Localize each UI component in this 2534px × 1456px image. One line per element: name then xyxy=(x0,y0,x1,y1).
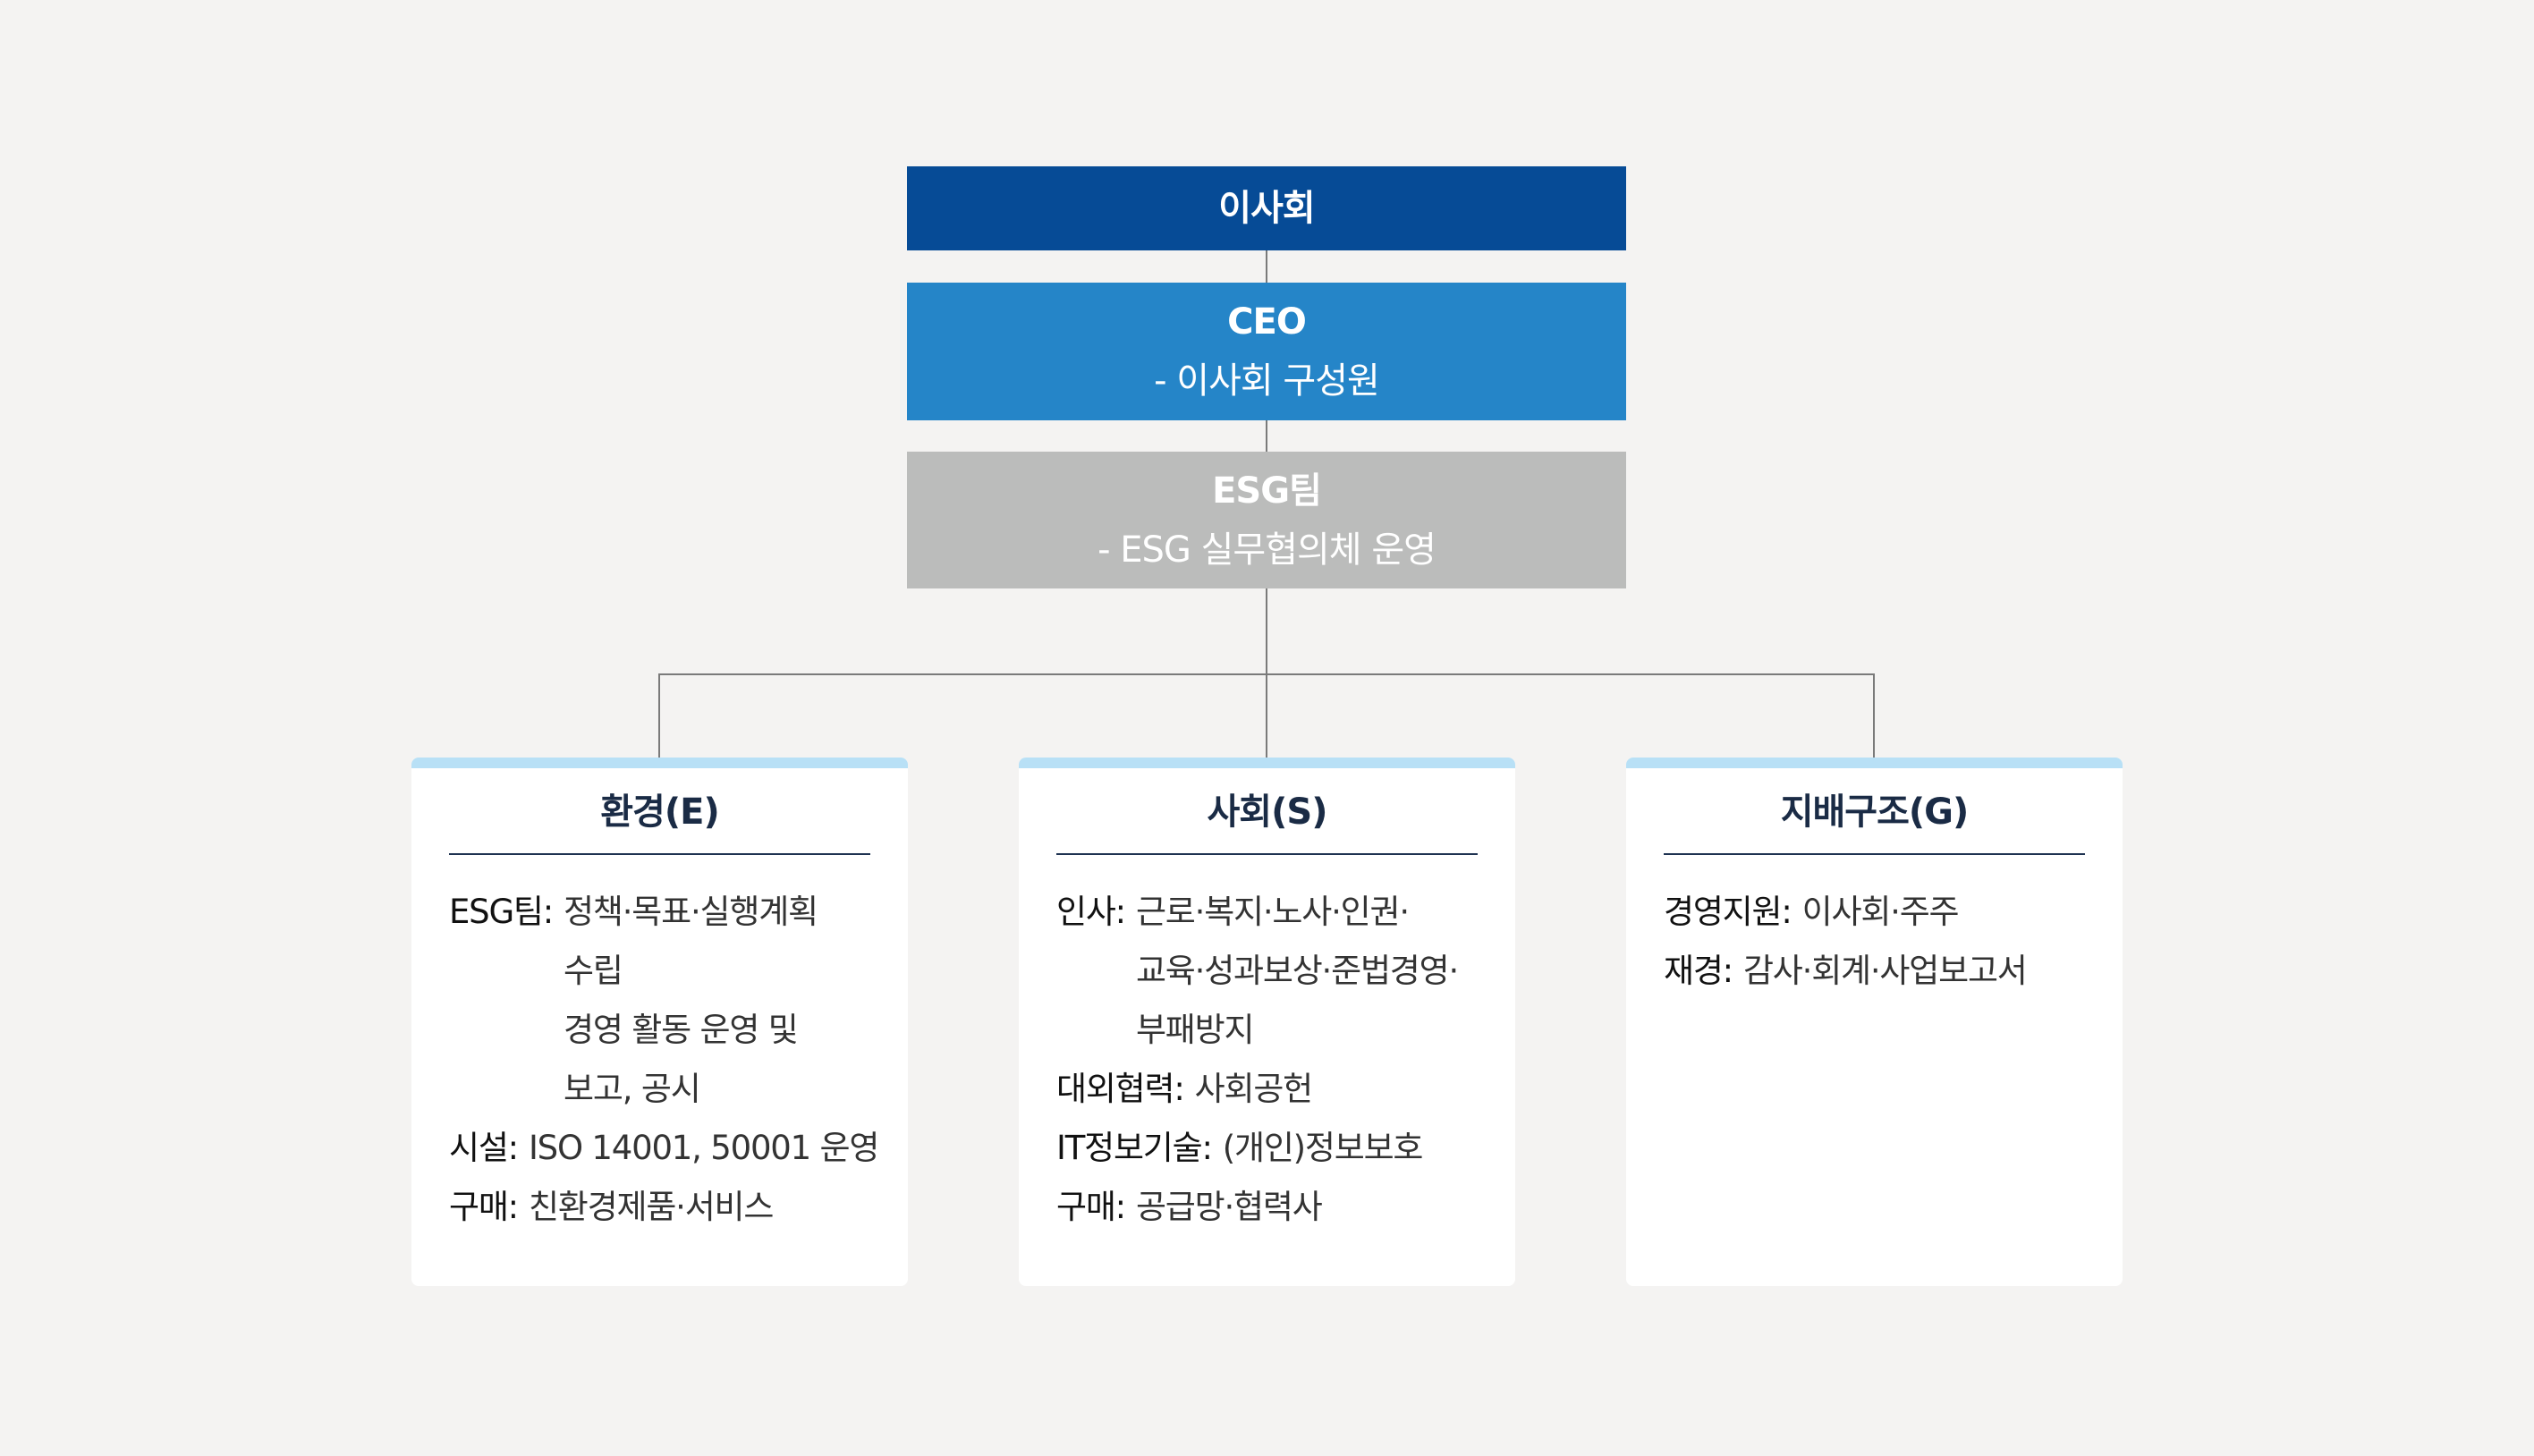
ceo-subtitle: - 이사회 구성원 xyxy=(1154,360,1380,402)
row-label: 대외협력: xyxy=(1056,1070,1185,1108)
social-card: 사회(S) 인사: 근로·복지·노사·인권· 교육·성과보상·준법경영· 부패방… xyxy=(1019,758,1515,1286)
row-line: 사회공헌 xyxy=(1194,1070,1314,1108)
row-text: 친환경제품·서비스 xyxy=(518,1178,774,1237)
row-line: 감사·회계·사업보고서 xyxy=(1742,952,2028,990)
row-line: 정책·목표·실행계획 xyxy=(564,893,818,931)
row-text: 정책·목표·실행계획 수립 경영 활동 운영 및 보고, 공시 xyxy=(553,883,818,1119)
board-title: 이사회 xyxy=(1218,188,1315,229)
connector-ceo-esg xyxy=(1266,420,1267,452)
row-text: (개인)정보보호 xyxy=(1212,1119,1424,1178)
card-body: 경영지원: 이사회·주주 재경: 감사·회계·사업보고서 xyxy=(1664,883,2102,1001)
connector-board-ceo xyxy=(1266,250,1267,283)
connector-left-drop xyxy=(658,673,660,758)
row-label: 구매: xyxy=(449,1188,519,1226)
card-row: IT정보기술: (개인)정보보호 xyxy=(1056,1119,1495,1178)
environment-card: 환경(E) ESG팀: 정책·목표·실행계획 수립 경영 활동 운영 및 보고,… xyxy=(411,758,908,1286)
row-line: 공급망·협력사 xyxy=(1135,1188,1323,1226)
board-box: 이사회 xyxy=(907,166,1626,250)
card-row: 구매: 친환경제품·서비스 xyxy=(449,1178,887,1237)
card-row: 시설: ISO 14001, 50001 운영 xyxy=(449,1119,887,1178)
card-accent-bar xyxy=(1019,758,1515,768)
row-label: 재경: xyxy=(1664,952,1733,990)
card-row: 구매: 공급망·협력사 xyxy=(1056,1178,1495,1237)
row-line: 친환경제품·서비스 xyxy=(528,1188,774,1226)
row-line: 교육·성과보상·준법경영· xyxy=(1135,952,1459,990)
row-line: 보고, 공시 xyxy=(564,1070,701,1108)
row-line: ISO 14001, 50001 운영 xyxy=(528,1129,879,1167)
card-row: 인사: 근로·복지·노사·인권· 교육·성과보상·준법경영· 부패방지 xyxy=(1056,883,1495,1060)
row-line: 수립 xyxy=(564,952,623,990)
card-title: 환경(E) xyxy=(600,791,720,833)
card-row: 대외협력: 사회공헌 xyxy=(1056,1060,1495,1119)
connector-right-drop xyxy=(1873,673,1875,758)
card-accent-bar xyxy=(1626,758,2123,768)
connector-horizontal xyxy=(658,673,1875,675)
row-text: 이사회·주주 xyxy=(1792,883,1960,942)
row-line: 근로·복지·노사·인권· xyxy=(1135,893,1410,931)
row-line: (개인)정보보호 xyxy=(1222,1129,1424,1167)
row-line: 부패방지 xyxy=(1135,1011,1255,1049)
row-text: 사회공헌 xyxy=(1184,1060,1314,1119)
card-row: ESG팀: 정책·목표·실행계획 수립 경영 활동 운영 및 보고, 공시 xyxy=(449,883,887,1119)
connector-esg-trunk xyxy=(1266,588,1267,758)
esg-team-box: ESG팀 - ESG 실무협의체 운영 xyxy=(907,452,1626,588)
row-text: 공급망·협력사 xyxy=(1125,1178,1323,1237)
row-label: ESG팀: xyxy=(449,893,554,931)
row-text: ISO 14001, 50001 운영 xyxy=(518,1119,879,1178)
ceo-box: CEO - 이사회 구성원 xyxy=(907,283,1626,420)
ceo-title: CEO xyxy=(1227,301,1307,343)
card-title: 지배구조(G) xyxy=(1780,791,1970,833)
row-line: 이사회·주주 xyxy=(1801,893,1960,931)
row-text: 근로·복지·노사·인권· 교육·성과보상·준법경영· 부패방지 xyxy=(1125,883,1459,1060)
row-label: 인사: xyxy=(1056,893,1126,931)
row-label: 시설: xyxy=(449,1129,519,1167)
esg-team-subtitle: - ESG 실무협의체 운영 xyxy=(1098,529,1436,571)
card-row: 재경: 감사·회계·사업보고서 xyxy=(1664,942,2102,1001)
card-divider xyxy=(1056,853,1478,855)
card-row: 경영지원: 이사회·주주 xyxy=(1664,883,2102,942)
card-body: 인사: 근로·복지·노사·인권· 교육·성과보상·준법경영· 부패방지 대외협력… xyxy=(1056,883,1495,1237)
row-line: 경영 활동 운영 및 xyxy=(564,1011,799,1049)
esg-team-title: ESG팀 xyxy=(1212,470,1322,512)
card-accent-bar xyxy=(411,758,908,768)
row-label: IT정보기술: xyxy=(1056,1129,1213,1167)
row-label: 구매: xyxy=(1056,1188,1126,1226)
card-title: 사회(S) xyxy=(1207,791,1328,833)
card-divider xyxy=(449,853,870,855)
card-body: ESG팀: 정책·목표·실행계획 수립 경영 활동 운영 및 보고, 공시 시설… xyxy=(449,883,887,1237)
governance-card: 지배구조(G) 경영지원: 이사회·주주 재경: 감사·회계·사업보고서 xyxy=(1626,758,2123,1286)
card-divider xyxy=(1664,853,2085,855)
row-label: 경영지원: xyxy=(1664,893,1792,931)
row-text: 감사·회계·사업보고서 xyxy=(1733,942,2028,1001)
